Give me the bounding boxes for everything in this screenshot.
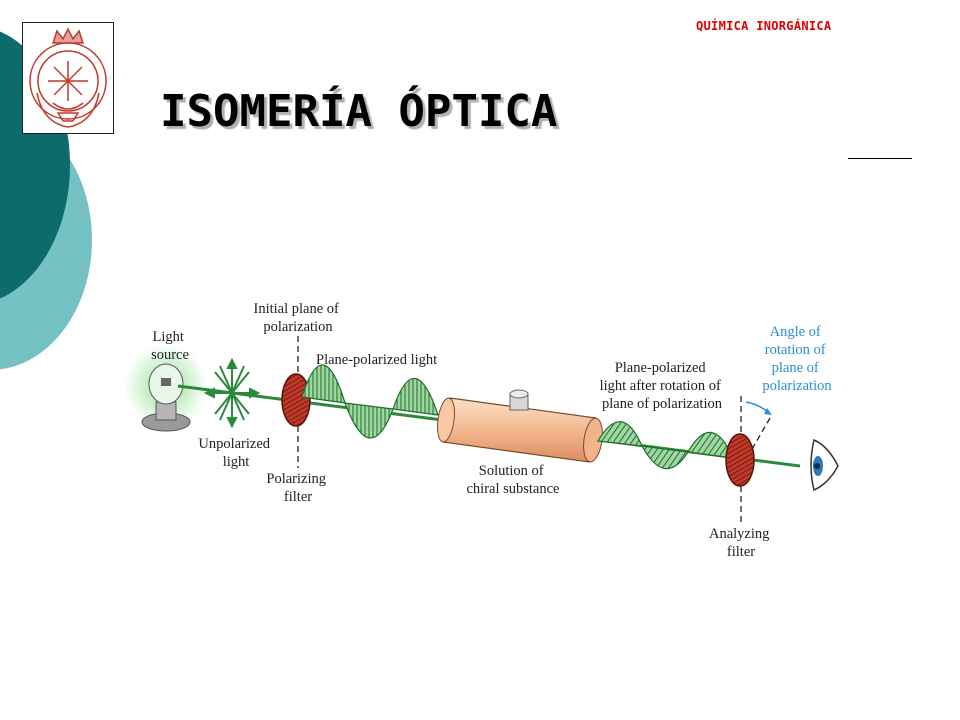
- title-underline: [848, 158, 912, 159]
- label-after-rotation: Plane-polarized light after rotation of …: [600, 360, 725, 412]
- eye-icon: [810, 438, 839, 492]
- university-logo: [22, 22, 114, 134]
- page-title: ISOMERÍA ÓPTICA: [160, 86, 558, 137]
- label-analyzing-filter: Analyzing filter: [709, 526, 773, 560]
- label-plane-polarized: Plane-polarized light: [316, 352, 437, 368]
- label-unpolarized: Unpolarized light: [198, 436, 273, 470]
- analyzing-filter-disc: [725, 433, 755, 487]
- polarizing-filter-disc: [281, 373, 311, 427]
- label-solution: Solution of chiral substance: [466, 463, 559, 497]
- sample-tube-icon: [437, 389, 603, 463]
- angle-arrow: [745, 401, 769, 413]
- unpolarized-arrows-icon: [203, 357, 261, 429]
- label-initial-plane: Initial plane of polarization: [254, 301, 343, 335]
- label-light-source: Light source: [151, 329, 189, 363]
- angle-arrowhead: [764, 408, 772, 415]
- plane-polarized-wave: [301, 364, 439, 439]
- university-crest-icon: [29, 27, 107, 128]
- light-bulb-icon: [124, 344, 208, 432]
- rotated-wave: [597, 421, 734, 470]
- course-header: QUÍMICA INORGÁNICA: [696, 19, 832, 33]
- label-angle-of-rotation: Angle of rotation of plane of polarizati…: [762, 324, 832, 394]
- label-polarizing-filter: Polarizing filter: [266, 471, 329, 505]
